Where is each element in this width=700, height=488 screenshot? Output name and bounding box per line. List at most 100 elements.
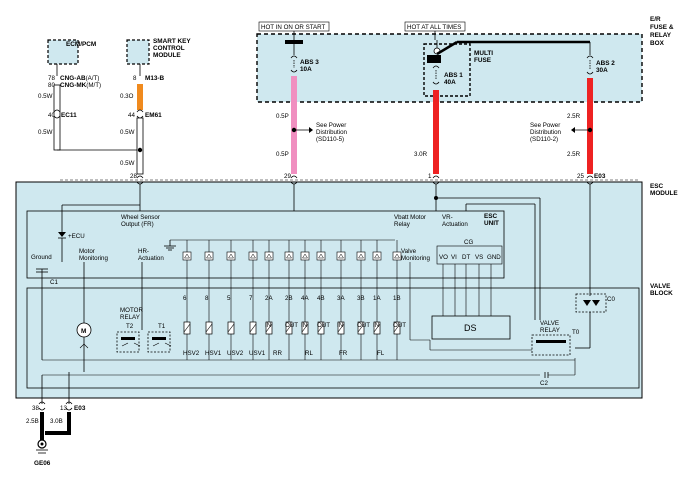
valve-driver <box>248 251 258 261</box>
valve-driver <box>336 251 346 261</box>
esc-connector-e03: E03 <box>594 173 606 180</box>
valve-driver <box>356 251 366 261</box>
relay-t0: T0 <box>572 329 580 336</box>
valve-name-label: HSV1 <box>205 350 222 357</box>
valve-pin-label: 6 <box>183 295 187 302</box>
valve-pin-label: 8 <box>205 295 209 302</box>
motor-monitoring-2: Monitoring <box>79 255 108 262</box>
see-power-right-2: Distribution <box>530 129 562 136</box>
valve-driver <box>300 251 310 261</box>
pin-vs: VS <box>475 254 483 261</box>
valve-pin-label: 4A <box>301 295 309 302</box>
ecm-pin-40: 40 <box>48 112 55 119</box>
ecm-box <box>47 39 79 65</box>
smart-key-box <box>126 39 150 65</box>
ecm-line1-rest: (A/T) <box>86 75 100 82</box>
smart-key-name-1: SMART KEY <box>153 38 191 45</box>
ground-label: Ground <box>31 254 52 261</box>
see-power-left-3: (SD110-5) <box>316 136 344 143</box>
valve-pin-label: 7 <box>249 295 253 302</box>
valve-pin-label: 1B <box>393 295 401 302</box>
wire-3-0b: 3.0B <box>50 418 63 425</box>
valve-block-label-1: VALVE <box>650 283 671 290</box>
vr-label-2: Actuation <box>442 221 468 228</box>
red-wire-abs1 <box>433 90 439 174</box>
valve-monitoring-2: Monitoring <box>401 255 430 262</box>
wire-2-5r-b: 2.5R <box>567 151 581 158</box>
hot-at-all-times-label: HOT AT ALL TIMES <box>407 24 461 31</box>
multi-fuse-2: FUSE <box>474 57 492 64</box>
esc-module-label-2: MODULE <box>650 190 678 197</box>
ecm-line2-bold: CNG-MK <box>60 82 87 89</box>
valve-driver <box>316 251 326 261</box>
pin-dt: DT <box>462 254 470 261</box>
fuse-abs3-name: ABS 3 <box>300 59 319 66</box>
valve-driver <box>284 251 294 261</box>
ecm-line1-bold: CNG-AB <box>60 75 86 82</box>
see-power-left-1: See Power <box>316 122 346 129</box>
valve-pin-label: 1A <box>373 295 381 302</box>
motor-symbol-m: M <box>81 328 86 335</box>
ecm-pin-78: 78 <box>48 75 55 82</box>
valve-block-box <box>26 287 640 389</box>
motor-relay-1: MOTOR <box>120 307 143 314</box>
in-out-label: OUT <box>393 322 406 329</box>
valve-relay-2: RELAY <box>540 327 560 334</box>
pin-gnd: GND <box>487 254 501 261</box>
vbatt-label-2: Relay <box>394 221 411 228</box>
see-power-right-1: See Power <box>530 122 560 129</box>
ecm-wire-1: 0.5W <box>38 93 53 100</box>
esc-unit-label-2: UNIT <box>484 220 499 227</box>
vr-label-1: VR- <box>442 214 453 221</box>
valve-driver <box>264 251 274 261</box>
valve-driver <box>226 251 236 261</box>
motor-monitoring-1: Motor <box>79 248 95 255</box>
smart-key-connector-m13b: M13-B <box>145 75 165 82</box>
valve-pin-label: 2A <box>265 295 273 302</box>
valve-name-label: HSV2 <box>183 350 200 357</box>
valve-pin-label: 4B <box>317 295 325 302</box>
in-out-label: IN <box>373 322 379 329</box>
ground-connector-e03: E03 <box>74 405 86 412</box>
fuse-abs2-name: ABS 2 <box>596 60 615 67</box>
fuse-box-label-1: E/R <box>650 16 661 23</box>
valve-name-label: USV1 <box>249 350 266 357</box>
wire-0-5p-b: 0.5P <box>276 151 289 158</box>
c1-label: C1 <box>50 279 58 286</box>
pin-vo: VO <box>439 254 448 261</box>
in-out-label: IN <box>265 322 271 329</box>
ecu-label: +ECU <box>68 233 85 240</box>
ground-ge06: GE06 <box>34 460 51 467</box>
wheel-sensor-1: Wheel Sensor <box>121 214 160 221</box>
valve-pin-label: 2B <box>285 295 293 302</box>
in-out-label: OUT <box>317 322 330 329</box>
vbatt-label-1: Vbatt Motor <box>394 214 426 221</box>
red-wire-abs2 <box>587 78 593 174</box>
fuse-box-label-4: BOX <box>650 40 665 47</box>
c0-label: C0 <box>607 296 615 303</box>
wire-3-0r: 3.0R <box>414 151 428 158</box>
fuse-abs3-rating: 10A <box>300 66 312 73</box>
esc-unit-label-1: ESC <box>484 213 498 220</box>
ds-label: DS <box>464 323 477 333</box>
fuse-abs1-rating: 40A <box>444 79 456 86</box>
valve-driver <box>372 251 382 261</box>
valve-pin-label: 5 <box>227 295 231 302</box>
orange-wire <box>137 84 143 110</box>
hot-in-on-label: HOT IN ON OR START <box>261 24 326 31</box>
valve-monitoring-1: Valve <box>401 248 417 255</box>
in-out-label: OUT <box>285 322 298 329</box>
ecm-line2-rest: (M/T) <box>86 82 101 89</box>
c2-label: C2 <box>540 380 548 387</box>
smart-key-name-2: CONTROL <box>153 45 185 52</box>
esc-module-label-1: ESC <box>650 183 664 190</box>
wire-2-5b: 2.5B <box>26 418 39 425</box>
in-out-label: IN <box>301 322 307 329</box>
cg-label: CG <box>464 239 473 246</box>
smart-key-wire-1: 0.3O <box>120 93 134 100</box>
in-out-label: OUT <box>357 322 370 329</box>
esc-pin-25: 25 <box>577 173 584 180</box>
ecm-wire-2: 0.5W <box>38 129 53 136</box>
hr-actuation-1: HR- <box>138 248 149 255</box>
